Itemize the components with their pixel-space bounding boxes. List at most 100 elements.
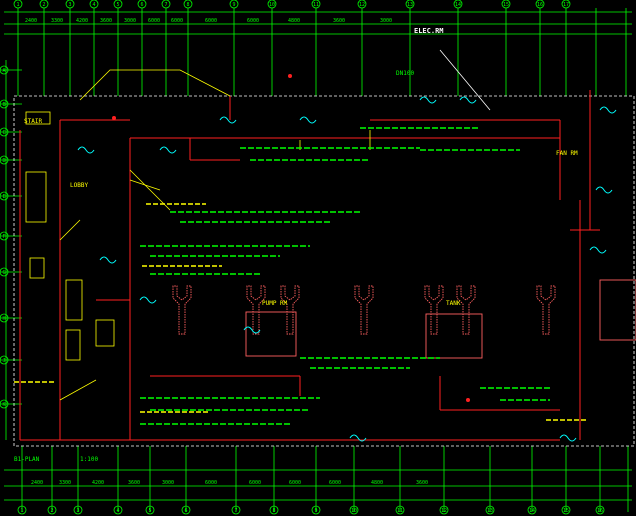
bottom-dim-text: 4200 bbox=[92, 480, 104, 486]
grid-bubble-top-label: 13 bbox=[407, 2, 413, 8]
grid-bubble-bottom bbox=[73, 505, 83, 515]
grid-bubble-top-label: 6 bbox=[140, 2, 143, 8]
grid-bubble-bottom-label: 4 bbox=[116, 508, 119, 514]
leader-line bbox=[59, 379, 97, 401]
grid-bubble-bottom-label: 8 bbox=[272, 508, 275, 514]
grid-bubble-top-label: 9 bbox=[232, 2, 235, 8]
grid-bubble-left bbox=[0, 65, 9, 75]
grid-bubble-top bbox=[267, 0, 277, 9]
grid-bubble-left bbox=[0, 313, 9, 323]
leader-line bbox=[129, 179, 161, 191]
grid-bubble-bottom bbox=[181, 505, 191, 515]
grid-bubble-bottom-label: 15 bbox=[563, 508, 569, 514]
grid-bubble-top bbox=[311, 0, 321, 9]
grid-bubble-left-label: B bbox=[2, 102, 5, 108]
grid-bubble-top-label: 10 bbox=[269, 2, 275, 8]
top-dim-text: 4800 bbox=[288, 18, 300, 24]
grid-bubble-bottom-label: 1 bbox=[20, 508, 23, 514]
grid-bubble-top-label: 8 bbox=[186, 2, 189, 8]
grid-bubble-top bbox=[113, 0, 123, 9]
grid-bubble-left bbox=[0, 155, 9, 165]
grid-bubble-bottom bbox=[395, 505, 405, 515]
grid-bubble-bottom-label: 3 bbox=[76, 508, 79, 514]
grid-bubble-top bbox=[89, 0, 99, 9]
bottom-dim-text: 6000 bbox=[289, 480, 301, 486]
pipe-mark bbox=[559, 434, 577, 442]
grid-bubble-top-label: 4 bbox=[92, 2, 95, 8]
building-outline bbox=[13, 95, 635, 447]
bottom-dim-text: 3300 bbox=[59, 480, 71, 486]
grid-bubble-top bbox=[65, 0, 75, 9]
grid-bubble-top bbox=[405, 0, 415, 9]
top-dim-text: 6000 bbox=[171, 18, 183, 24]
equipment-room bbox=[425, 313, 483, 359]
top-dim-text: 6000 bbox=[247, 18, 259, 24]
grid-bubble-left-label: A bbox=[2, 68, 5, 74]
grid-bubble-left bbox=[0, 127, 9, 137]
top-dim-text: 6000 bbox=[148, 18, 160, 24]
grid-bubble-bottom bbox=[561, 505, 571, 515]
grid-bubble-bottom-label: 5 bbox=[148, 508, 151, 514]
grid-bubble-top bbox=[39, 0, 49, 9]
grid-bubble-bottom bbox=[47, 505, 57, 515]
grid-bubble-bottom bbox=[269, 505, 279, 515]
grid-bubble-left bbox=[0, 267, 9, 277]
pipe-mark bbox=[459, 96, 477, 104]
top-dim-text: 2400 bbox=[25, 18, 37, 24]
equipment-room bbox=[245, 311, 297, 357]
grid-bubble-bottom-label: 13 bbox=[487, 508, 493, 514]
pipe-mark bbox=[243, 326, 261, 334]
grid-bubble-bottom-label: 12 bbox=[441, 508, 447, 514]
grid-bubble-bottom-label: 10 bbox=[351, 508, 357, 514]
grid-bubble-left bbox=[0, 231, 9, 241]
grid-bubble-bottom bbox=[485, 505, 495, 515]
grid-bubble-top-label: 1 bbox=[16, 2, 19, 8]
grid-bubble-bottom-label: 7 bbox=[234, 508, 237, 514]
grid-bubble-top-label: 2 bbox=[42, 2, 45, 8]
grid-bubble-bottom bbox=[113, 505, 123, 515]
bottom-dim-text: 6000 bbox=[205, 480, 217, 486]
red-mark bbox=[466, 398, 470, 402]
grid-lines-layer bbox=[0, 8, 632, 512]
pipe-mark bbox=[349, 434, 367, 442]
grid-bubble-left bbox=[0, 191, 9, 201]
grid-bubble-left-label: F bbox=[2, 234, 5, 240]
grid-bubble-top bbox=[137, 0, 147, 9]
core-detail bbox=[65, 279, 83, 321]
top-dim-text: 3300 bbox=[51, 18, 63, 24]
pipe-mark bbox=[99, 256, 117, 264]
grid-bubble-top bbox=[13, 0, 23, 9]
grid-bubble-bottom bbox=[17, 505, 27, 515]
core-detail bbox=[65, 329, 81, 361]
grid-bubble-bottom-label: 9 bbox=[314, 508, 317, 514]
column-hatch bbox=[172, 285, 192, 335]
grid-bubble-bottom-label: 14 bbox=[529, 508, 535, 514]
column-hatch bbox=[246, 285, 266, 335]
grid-bubble-bottom bbox=[231, 505, 241, 515]
grid-bubble-top bbox=[229, 0, 239, 9]
grid-bubble-top-label: 16 bbox=[537, 2, 543, 8]
grid-bubble-top-label: 15 bbox=[503, 2, 509, 8]
top-dim-text: 6000 bbox=[205, 18, 217, 24]
grid-bubble-left-label: J bbox=[2, 358, 5, 364]
grid-bubble-top-label: 17 bbox=[563, 2, 569, 8]
pipe-mark bbox=[589, 246, 607, 254]
pipe-mark bbox=[595, 186, 613, 194]
grid-bubble-top-label: 7 bbox=[164, 2, 167, 8]
grid-bubble-bottom-label: 11 bbox=[397, 508, 403, 514]
grid-bubble-bottom bbox=[145, 505, 155, 515]
column-hatch bbox=[280, 285, 300, 335]
walls-layer bbox=[13, 90, 636, 447]
grid-bubble-top bbox=[535, 0, 545, 9]
grid-bubble-bottom bbox=[439, 505, 449, 515]
core-detail bbox=[29, 257, 45, 279]
core-detail bbox=[25, 171, 47, 223]
grid-bubble-top-label: 3 bbox=[68, 2, 71, 8]
grid-bubble-left-label: G bbox=[2, 270, 5, 276]
red-mark bbox=[112, 116, 116, 120]
grid-bubble-left bbox=[0, 99, 9, 109]
pipe-mark bbox=[599, 106, 617, 114]
